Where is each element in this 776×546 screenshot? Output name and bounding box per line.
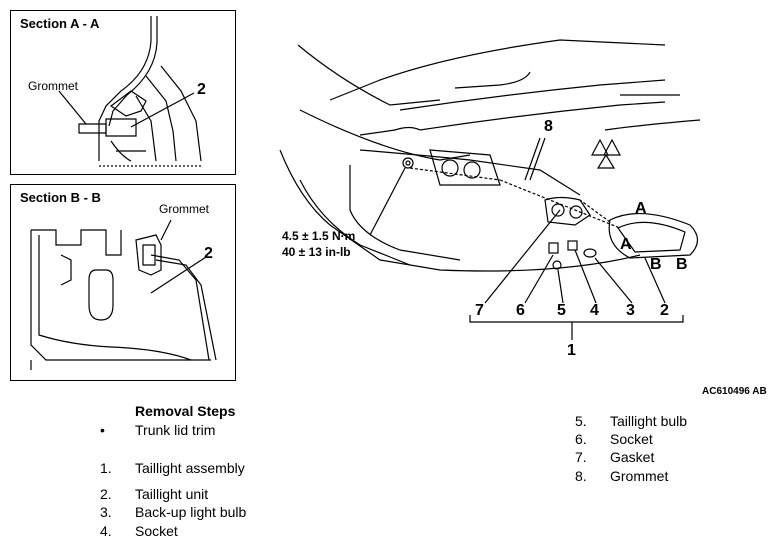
step-number: 4. bbox=[100, 523, 112, 539]
step-number: 7. bbox=[575, 449, 587, 465]
step-text: Trunk lid trim bbox=[135, 422, 216, 438]
step-text: Grommet bbox=[610, 468, 669, 484]
step-number: 6. bbox=[575, 431, 587, 447]
section-b-title: Section B - B bbox=[20, 190, 101, 205]
step-text: Taillight bulb bbox=[610, 413, 688, 429]
step-text: Taillight assembly bbox=[135, 460, 245, 476]
callout-8: 8 bbox=[544, 118, 553, 135]
step-number: 2. bbox=[100, 486, 112, 502]
section-marker-a-top: A bbox=[635, 200, 647, 217]
step-number: 8. bbox=[575, 468, 587, 484]
step-number: • bbox=[100, 422, 105, 438]
section-a-drawing bbox=[58, 16, 202, 167]
section-a-panel: Section A - A Grommet 2 bbox=[10, 10, 236, 175]
callout-1: 1 bbox=[567, 342, 576, 359]
section-a-title: Section A - A bbox=[20, 16, 100, 31]
step-text: Gasket bbox=[610, 449, 655, 465]
section-a-grommet-label: Grommet bbox=[28, 79, 79, 93]
step-number: 5. bbox=[575, 413, 587, 429]
section-b-grommet-label: Grommet bbox=[159, 202, 210, 216]
torque-spec: 4.5 ± 1.5 N·m 40 ± 13 in-lb bbox=[282, 228, 355, 260]
callout-6: 6 bbox=[516, 302, 525, 319]
step-text: Socket bbox=[610, 431, 653, 447]
section-marker-b-right: B bbox=[676, 256, 688, 273]
section-b-callout-2: 2 bbox=[204, 245, 213, 262]
step-number: 3. bbox=[100, 504, 112, 520]
section-marker-b-left: B bbox=[650, 256, 662, 273]
torque-metric: 4.5 ± 1.5 N·m bbox=[282, 229, 356, 243]
figure-code: AC610496 AB bbox=[702, 386, 767, 397]
step-text: Taillight unit bbox=[135, 486, 209, 502]
callout-7: 7 bbox=[475, 302, 484, 319]
callout-4: 4 bbox=[590, 302, 599, 319]
torque-imperial: 40 ± 13 in-lb bbox=[282, 245, 351, 259]
removal-steps-title: Removal Steps bbox=[135, 403, 236, 419]
section-b-panel: Section B - B Grommet 2 bbox=[10, 184, 236, 381]
section-b-drawing bbox=[30, 219, 217, 370]
callout-2: 2 bbox=[660, 302, 669, 319]
step-text: Socket bbox=[135, 523, 178, 539]
section-a-callout-2: 2 bbox=[197, 81, 206, 98]
callout-3: 3 bbox=[626, 302, 635, 319]
callout-5: 5 bbox=[557, 302, 566, 319]
step-text: Back-up light bulb bbox=[135, 504, 247, 520]
section-marker-a-side: A bbox=[620, 236, 632, 253]
step-number: 1. bbox=[100, 460, 112, 476]
